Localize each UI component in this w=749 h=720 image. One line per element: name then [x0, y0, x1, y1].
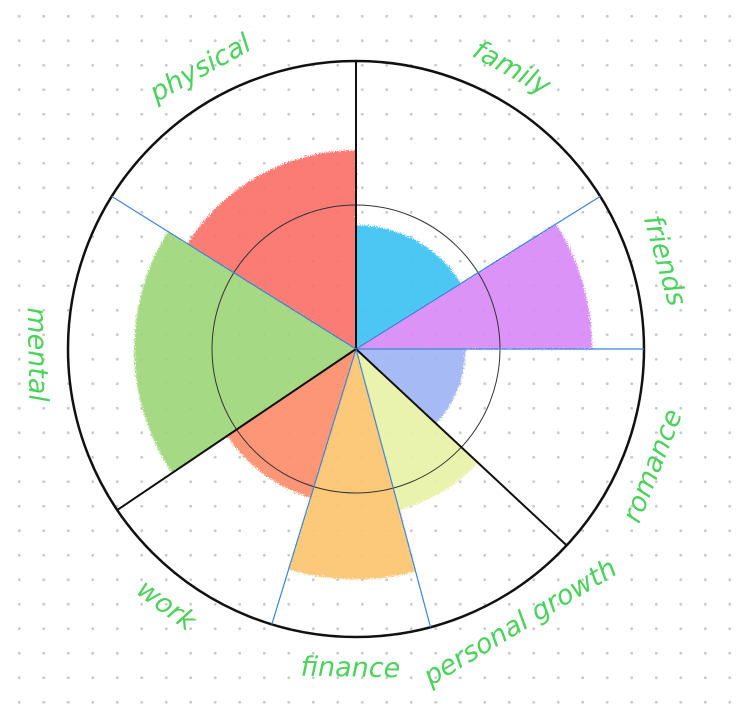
dividers-group [111, 61, 644, 628]
label-family: family [468, 34, 557, 102]
label-friends: friends [637, 212, 692, 310]
label-physical: physical [144, 28, 257, 110]
segment-friends [356, 223, 593, 349]
segment-personal-growth [356, 349, 479, 511]
divider-line [116, 348, 357, 511]
label-work: work [131, 574, 203, 639]
label-mental: mental [21, 307, 54, 403]
segment-physical [187, 150, 356, 349]
divider-line [111, 195, 357, 350]
label-romance: romance [617, 405, 689, 527]
divider-line [355, 348, 568, 547]
segment-family [356, 225, 462, 349]
segment-finance [288, 349, 416, 580]
label-finance: finance [300, 652, 400, 685]
segment-mental [134, 231, 356, 474]
segment-work [227, 349, 356, 498]
divider-line [355, 195, 601, 350]
divider-line [271, 348, 357, 625]
segment-romance [356, 349, 466, 424]
divider-line [355, 348, 432, 628]
segments-group [134, 150, 593, 580]
